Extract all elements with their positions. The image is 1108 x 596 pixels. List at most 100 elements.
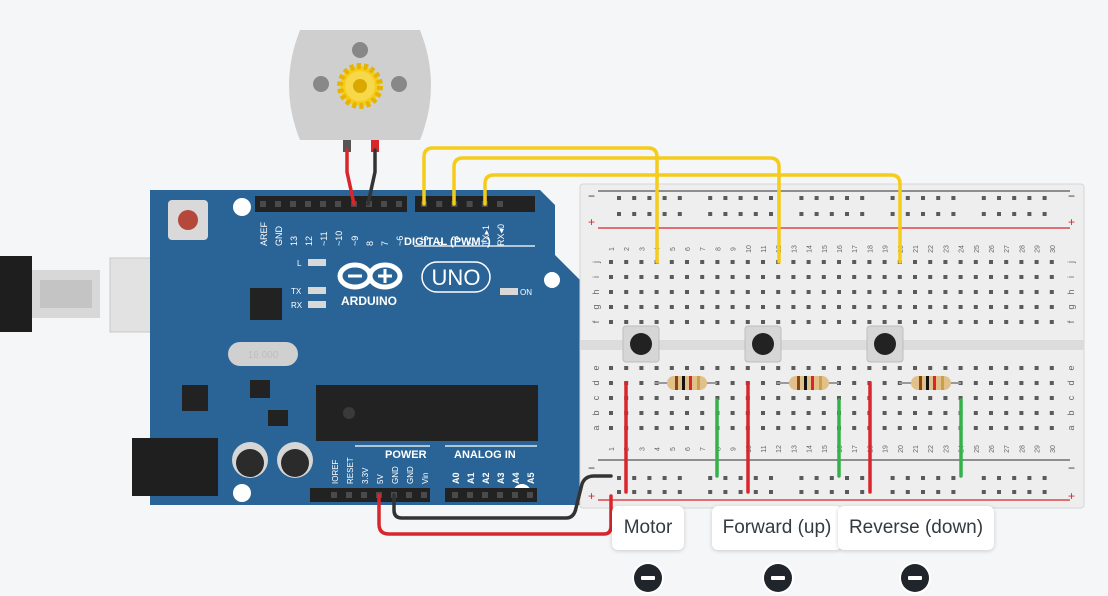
header-pin: [497, 492, 503, 498]
callout-reverse[interactable]: Reverse (down): [838, 506, 994, 550]
breadboard-hole: [654, 275, 659, 279]
row-label-right: j: [1066, 261, 1076, 264]
header-pin: [527, 492, 533, 498]
resistor-3[interactable]: [899, 376, 961, 390]
callout-forward[interactable]: Forward (up): [712, 506, 842, 550]
breadboard-hole: [806, 275, 811, 279]
row-label-left: a: [591, 425, 601, 430]
rail-hole: [769, 196, 773, 200]
rail-hole: [617, 490, 621, 494]
breadboard-hole: [882, 366, 887, 370]
rail-hole: [769, 490, 773, 494]
column-label-bottom: 14: [807, 445, 814, 453]
rail-hole: [997, 196, 1001, 200]
header-pin: [466, 201, 473, 207]
breadboard-hole: [669, 275, 674, 279]
breadboard-hole: [1049, 396, 1054, 400]
rail-hole: [769, 476, 773, 480]
minus-circle-icon[interactable]: [901, 564, 929, 592]
breadboard-hole: [1034, 275, 1039, 279]
pushbutton-reverse[interactable]: [866, 325, 904, 363]
breadboard-hole: [1034, 305, 1039, 309]
column-label-top: 2: [624, 247, 631, 251]
breadboard-hole: [609, 381, 613, 385]
column-label-top: 24: [959, 245, 966, 253]
rail-hole: [662, 196, 667, 200]
breadboard-hole: [928, 290, 933, 294]
breadboard-hole: [943, 411, 948, 415]
breadboard-hole: [897, 320, 902, 324]
pushbutton-motor[interactable]: [744, 325, 782, 363]
breadboard-hole: [624, 260, 629, 264]
rail-hole: [921, 490, 925, 494]
rail-hole: [951, 490, 956, 494]
breadboard-hole: [1004, 396, 1009, 400]
breadboard-hole: [700, 275, 705, 279]
breadboard-hole: [973, 275, 978, 279]
breadboard-hole: [806, 426, 811, 430]
breadboard-hole: [989, 260, 993, 264]
breadboard-hole: [791, 305, 796, 309]
breadboard-hole: [806, 320, 811, 324]
rail-hole: [647, 212, 652, 216]
breadboard-hole: [852, 305, 857, 309]
breadboard-hole: [989, 290, 993, 294]
breadboard-hole: [654, 320, 659, 324]
digital-pin-label: 13: [289, 236, 299, 246]
breadboard-hole: [1049, 411, 1054, 415]
breadboard-hole: [882, 426, 887, 430]
breadboard-hole: [928, 260, 933, 264]
breadboard-hole: [973, 366, 978, 370]
breadboard-hole: [806, 260, 811, 264]
breadboard-hole: [1019, 290, 1024, 294]
header-pin: [396, 201, 402, 207]
breadboard-hole: [669, 260, 674, 264]
header-pin: [331, 492, 337, 498]
rail-hole: [1012, 476, 1017, 480]
analog-pin-label: A5: [526, 472, 536, 484]
rail-plus-tl: +: [588, 215, 595, 229]
breadboard-hole: [821, 366, 826, 370]
pushbutton-forward[interactable]: [622, 325, 660, 363]
breadboard-hole: [973, 290, 978, 294]
rail-hole: [814, 490, 819, 494]
power-pin-label: RESET: [346, 457, 355, 484]
breadboard-hole: [1019, 320, 1024, 324]
column-label-top: 29: [1035, 245, 1042, 253]
rail-hole: [921, 476, 925, 480]
rail-hole: [1012, 212, 1017, 216]
breadboard-hole: [730, 366, 735, 370]
breadboard-hole: [928, 411, 933, 415]
breadboard-hole: [989, 320, 993, 324]
dc-motor[interactable]: [289, 30, 431, 152]
minus-circle-icon[interactable]: [634, 564, 662, 592]
resistor-2[interactable]: [777, 376, 839, 390]
power-pin-label: GND: [406, 466, 415, 484]
breadboard-hole: [1004, 381, 1009, 385]
rail-hole: [1027, 196, 1032, 200]
rail-minus-tr: −: [1068, 189, 1075, 203]
rail-hole: [617, 212, 621, 216]
rail-hole: [1027, 212, 1032, 216]
breadboard-hole: [776, 366, 781, 370]
wire-pin7-button1: [422, 146, 659, 264]
breadboard-hole: [1004, 320, 1009, 324]
breadboard-hole: [867, 305, 872, 309]
breadboard-hole: [1049, 290, 1054, 294]
minus-circle-icon[interactable]: [764, 564, 792, 592]
breadboard-hole: [624, 366, 629, 370]
rail-hole: [708, 212, 713, 216]
breadboard-hole: [897, 305, 902, 309]
breadboard-hole: [669, 305, 674, 309]
callout-motor[interactable]: Motor: [612, 506, 684, 550]
column-label-top: 28: [1019, 245, 1026, 253]
breadboard-hole: [685, 290, 689, 294]
digital-pin-label: RX◂0: [496, 224, 506, 246]
breadboard-hole: [791, 290, 796, 294]
breadboard-hole: [700, 305, 705, 309]
resistor-1[interactable]: [655, 376, 717, 390]
breadboard-hole: [943, 260, 948, 264]
row-label-right: h: [1066, 289, 1076, 294]
breadboard[interactable]: − + − + − + − + 112233445566778899101011…: [579, 183, 1085, 509]
